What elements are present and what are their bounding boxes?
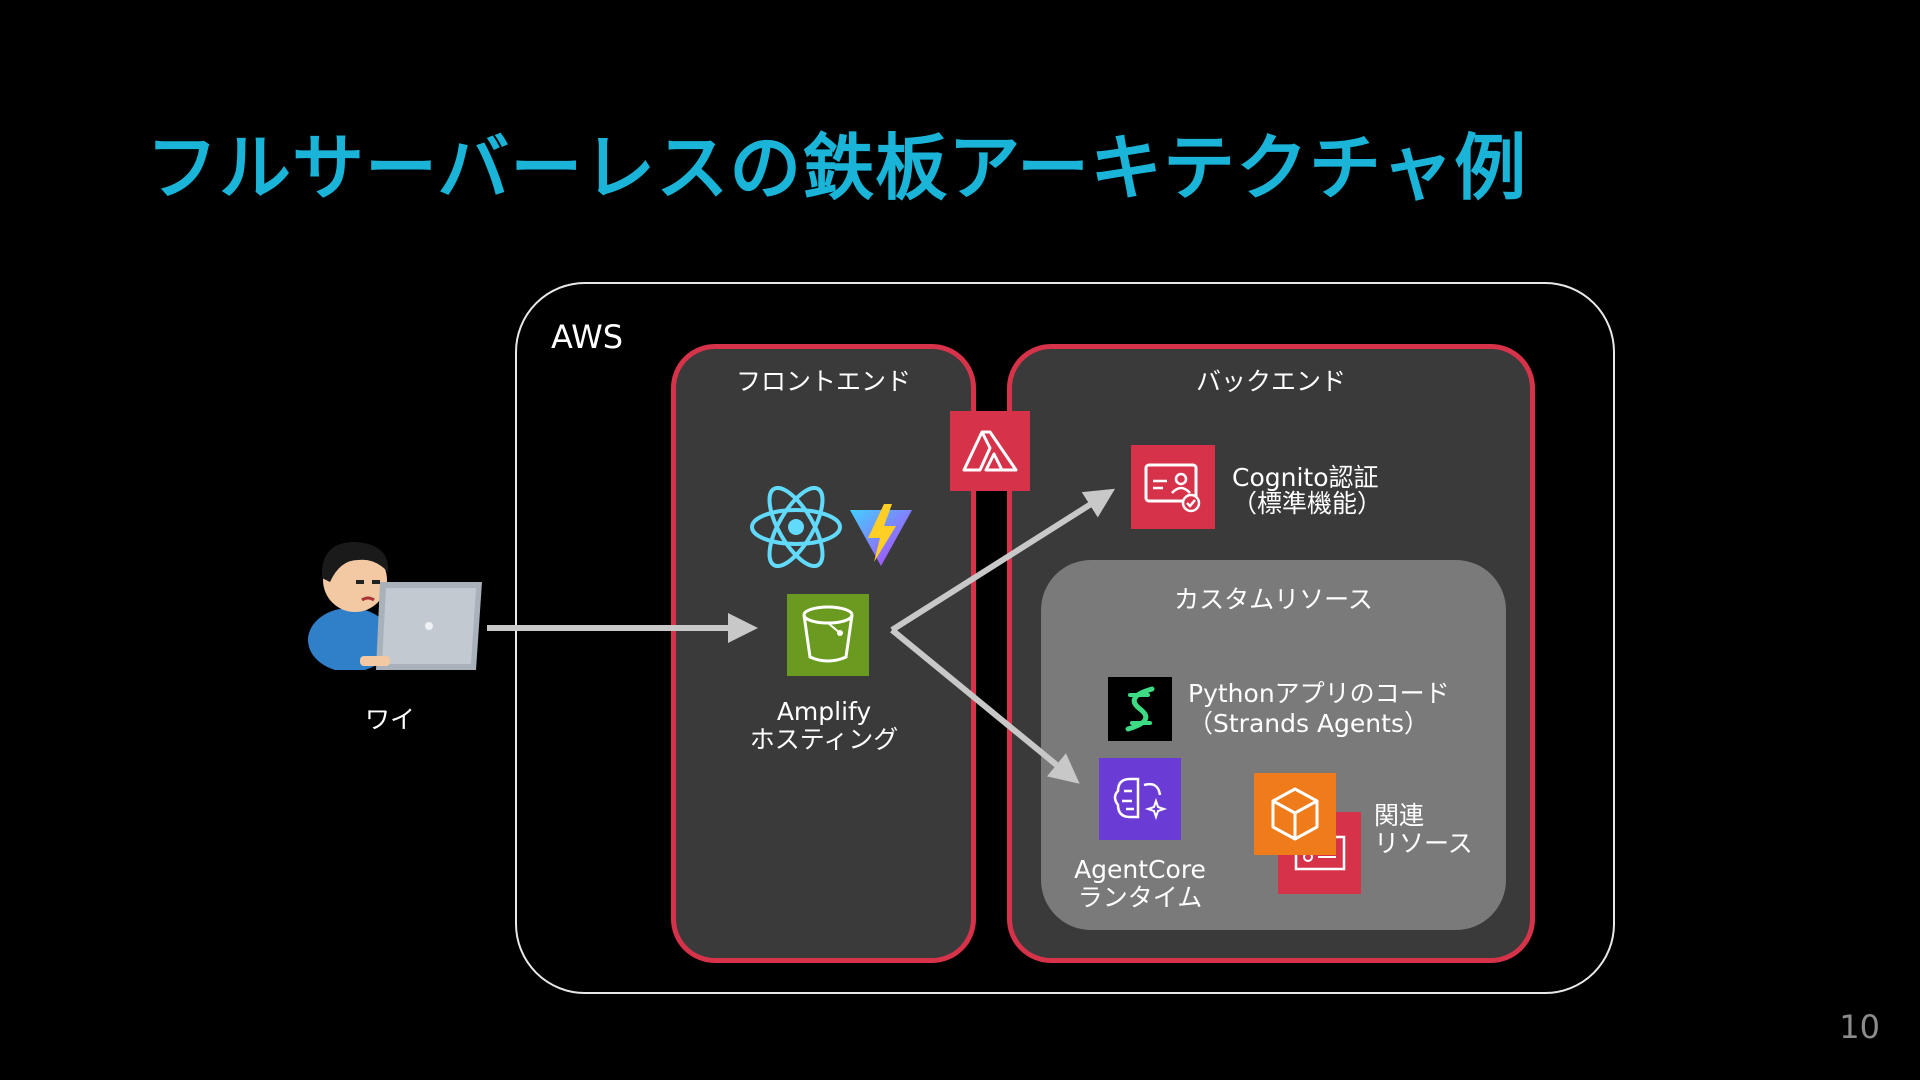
s3-bucket-icon <box>787 594 869 676</box>
cognito-label-line1: Cognito認証 <box>1232 463 1379 492</box>
agentcore-label-line1: AgentCore <box>1074 855 1206 884</box>
strands-icon <box>1108 677 1172 741</box>
page-number: 10 <box>1839 1008 1880 1046</box>
hosting-to-cognito-arrow <box>890 488 1116 633</box>
python-label-line2: （Strands Agents） <box>1188 709 1429 738</box>
aws-label: AWS <box>551 318 624 356</box>
slide-title: フルサーバーレスの鉄板アーキテクチャ例 <box>146 126 1528 210</box>
cognito-icon <box>1131 445 1215 529</box>
resources-icon <box>1254 773 1336 855</box>
frontend-title: フロントエンド <box>735 367 911 396</box>
hosting-label-line1: Amplify <box>776 697 872 726</box>
vite-icon <box>848 502 914 568</box>
related-label-line2: リソース <box>1374 829 1473 858</box>
agentcore-label-line2: ランタイム <box>1077 883 1203 912</box>
custom-resources-box <box>1041 560 1506 930</box>
cognito-label-line2: （標準機能） <box>1232 489 1383 518</box>
aws-boundary <box>515 282 1615 994</box>
agentcore-icon <box>1099 758 1181 840</box>
user-laptop-icon <box>300 530 485 672</box>
python-label-line1: Pythonアプリのコード <box>1188 679 1450 708</box>
user-label: ワイ <box>364 705 415 734</box>
hosting-to-agentcore-arrow <box>890 627 1080 784</box>
react-icon <box>748 484 844 570</box>
amplify-icon <box>950 411 1030 491</box>
hosting-label-line2: ホスティング <box>749 725 899 754</box>
backend-title: バックエンド <box>1195 367 1346 396</box>
related-label-line1: 関連 <box>1374 801 1425 830</box>
custom-resources-title: カスタムリソース <box>1174 585 1373 614</box>
